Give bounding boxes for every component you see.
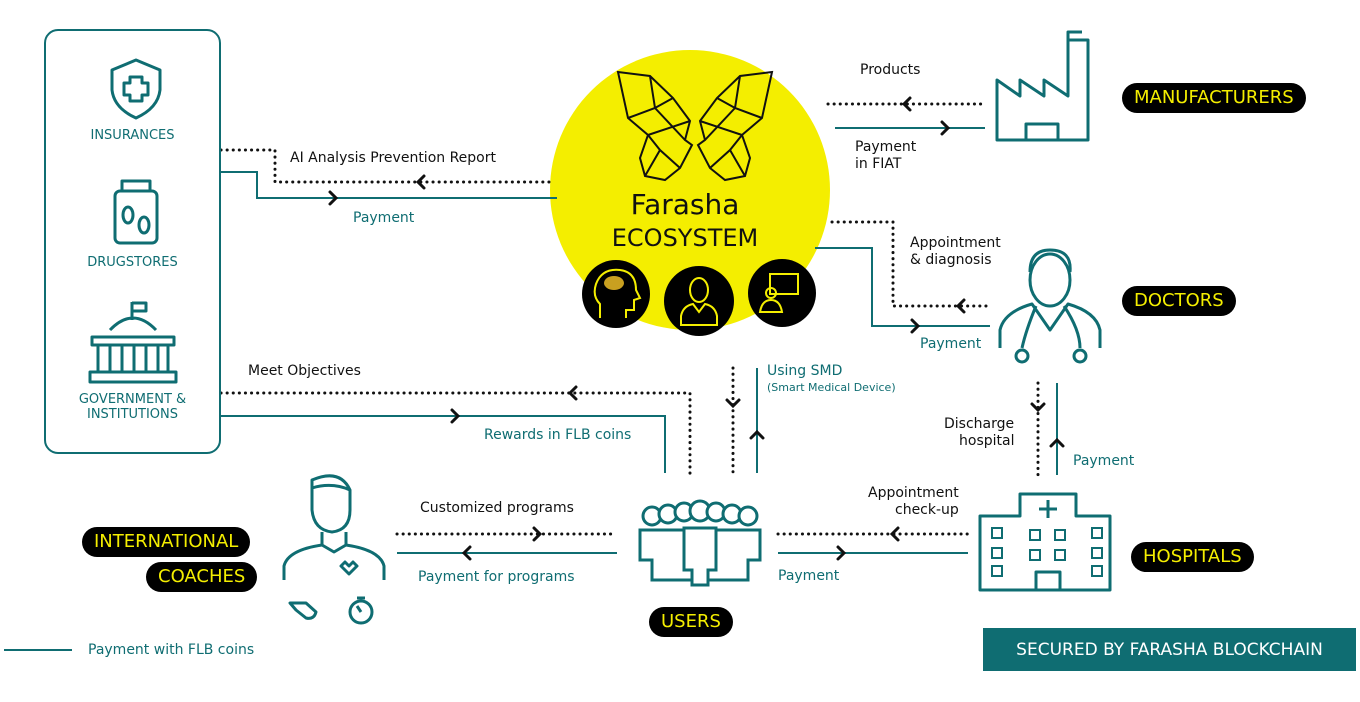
doctor-icon bbox=[998, 248, 1102, 364]
meet-objectives-label: Meet Objectives bbox=[248, 363, 361, 379]
government-building-icon bbox=[88, 301, 178, 384]
brand-subtitle: ECOSYSTEM bbox=[611, 224, 759, 252]
factory-icon bbox=[995, 30, 1090, 142]
coaches-badge-line1: INTERNATIONAL bbox=[82, 527, 251, 557]
coach-icon bbox=[282, 474, 386, 625]
ai-report-label: AI Analysis Prevention Report bbox=[290, 150, 496, 166]
insurance-flows bbox=[219, 148, 557, 206]
stakeholders-panel bbox=[44, 29, 221, 454]
brain-head-badge bbox=[582, 260, 650, 328]
payment-fiat-label-1: Payment bbox=[855, 139, 917, 155]
hospital-doctor-flows bbox=[1030, 381, 1065, 477]
payment-hospital-doctor-label: Payment bbox=[1073, 453, 1135, 469]
doctor-badge bbox=[664, 266, 734, 336]
manufacturer-flows bbox=[826, 96, 987, 136]
payment-insurance-label: Payment bbox=[353, 210, 415, 226]
brand-name: Farasha bbox=[630, 188, 740, 221]
coaches-badge-line2: COACHES bbox=[146, 562, 258, 592]
doctor-flows bbox=[815, 220, 992, 334]
hospitals-badge: HOSPITALS bbox=[1131, 542, 1254, 572]
shield-icon bbox=[110, 58, 162, 120]
payment-fiat-label-2: in FIAT bbox=[855, 156, 902, 172]
hospital-building-icon bbox=[978, 492, 1112, 592]
hospital-user-flows bbox=[776, 526, 970, 561]
using-smd-label: Using SMD bbox=[767, 363, 843, 379]
coach-flows bbox=[395, 526, 617, 561]
rewards-label: Rewards in FLB coins bbox=[484, 427, 632, 443]
legend-label: Payment with FLB coins bbox=[88, 642, 255, 658]
discharge-label-1: Discharge bbox=[944, 416, 1015, 432]
pill-bottle-icon bbox=[113, 179, 159, 245]
manufacturers-badge: MANUFACTURERS bbox=[1122, 83, 1306, 113]
government-flows bbox=[219, 385, 692, 477]
butterfly-logo bbox=[616, 70, 774, 182]
drugstores-label: DRUGSTORES bbox=[87, 255, 178, 270]
government-label: GOVERNMENT & INSTITUTIONS bbox=[78, 392, 187, 422]
insurances-label: INSURANCES bbox=[90, 128, 175, 143]
checkup-label-1: Appointment bbox=[868, 485, 959, 501]
checkup-label-2: check-up bbox=[895, 502, 959, 518]
appointment-diagnosis-label-2: & diagnosis bbox=[910, 252, 992, 268]
discharge-label-2: hospital bbox=[959, 433, 1015, 449]
users-badge: USERS bbox=[649, 607, 733, 637]
telemedicine-badge bbox=[748, 259, 816, 327]
products-label: Products bbox=[860, 62, 921, 78]
users-group-icon bbox=[638, 499, 762, 587]
payment-users-label: Payment bbox=[778, 568, 840, 584]
payment-programs-label: Payment for programs bbox=[418, 569, 575, 585]
appointment-diagnosis-label-1: Appointment bbox=[910, 235, 1001, 251]
doctors-badge: DOCTORS bbox=[1122, 286, 1236, 316]
customized-programs-label: Customized programs bbox=[420, 500, 574, 516]
smd-full-label: (Smart Medical Device) bbox=[767, 381, 896, 394]
payment-doctor-label: Payment bbox=[920, 336, 982, 352]
smd-flows bbox=[725, 366, 765, 477]
blockchain-banner: SECURED BY FARASHA BLOCKCHAIN bbox=[983, 628, 1356, 671]
